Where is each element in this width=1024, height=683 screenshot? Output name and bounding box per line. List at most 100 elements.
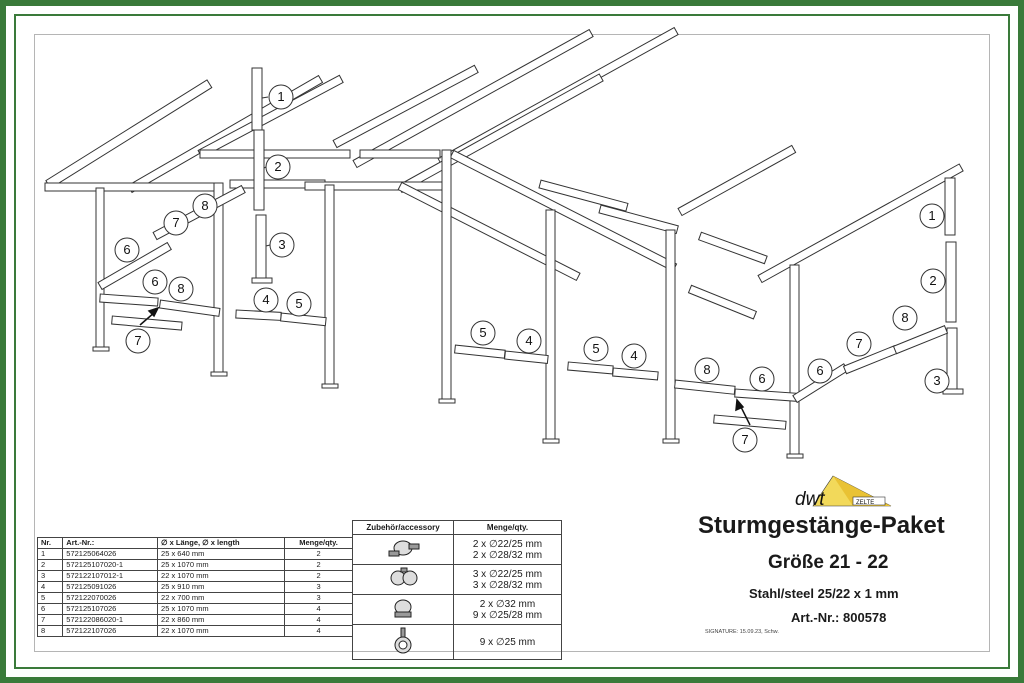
callout-circle bbox=[732, 427, 758, 453]
callout-circle bbox=[924, 368, 950, 394]
accessory-header-row: Zubehör/accessory Menge/qty. bbox=[352, 520, 562, 535]
title-main: Sturmgestänge-Paket bbox=[698, 512, 945, 539]
storm-pole-1 bbox=[251, 67, 263, 131]
table-row: 9 x ∅25 mm bbox=[352, 624, 562, 660]
clamp-double-icon bbox=[390, 567, 418, 586]
roof-pole bbox=[197, 74, 344, 159]
upright-pole bbox=[95, 187, 105, 349]
foot-plate bbox=[438, 398, 456, 404]
callout-circle bbox=[749, 366, 775, 392]
logo-sub: ZELTE bbox=[856, 500, 874, 506]
callout-circle bbox=[516, 328, 542, 354]
callout-label: 6 bbox=[151, 274, 158, 289]
callout-circle bbox=[125, 328, 151, 354]
header-accessory-qty: Menge/qty. bbox=[453, 520, 562, 535]
title-article: Art.-Nr.: 800578 bbox=[791, 610, 887, 625]
callout-label: 7 bbox=[855, 336, 862, 351]
callout-label: 5 bbox=[295, 296, 302, 311]
ridge-pole bbox=[598, 204, 679, 235]
callout-label: 8 bbox=[177, 281, 184, 296]
brace-pole-4 bbox=[612, 367, 659, 381]
accessory-table: Zubehör/accessory Menge/qty. 2 x ∅22/25 … bbox=[352, 520, 562, 660]
callout-label: 8 bbox=[703, 362, 710, 377]
ridge-pole bbox=[538, 179, 629, 212]
foot-plate bbox=[251, 277, 273, 284]
callout-label: 1 bbox=[277, 89, 284, 104]
callout-circle bbox=[268, 84, 294, 110]
table-row: 3 x ∅22/25 mm 3 x ∅28/32 mm bbox=[352, 564, 562, 595]
callout-label: 1 bbox=[928, 208, 935, 223]
pipe-clip-icon bbox=[394, 627, 412, 653]
ridge-pole bbox=[449, 149, 678, 272]
callout-label: 5 bbox=[479, 325, 486, 340]
upright-pole bbox=[545, 209, 556, 441]
logo-brand: dwt bbox=[795, 489, 825, 510]
callout-label: 8 bbox=[901, 310, 908, 325]
foot-plate bbox=[786, 453, 804, 459]
callout-circle bbox=[470, 320, 496, 346]
callout-circle bbox=[846, 331, 872, 357]
parts-header-row: Nr. Art.-Nr.: ∅ x Länge, ∅ x length Meng… bbox=[36, 537, 353, 549]
callout-label: 7 bbox=[134, 333, 141, 348]
callout-circle bbox=[142, 269, 168, 295]
roof-pole bbox=[677, 144, 797, 217]
callout-label: 2 bbox=[274, 159, 281, 174]
callout-label: 6 bbox=[816, 363, 823, 378]
header-accessory: Zubehör/accessory bbox=[352, 520, 454, 535]
callout-circle bbox=[583, 336, 609, 362]
arrow-head bbox=[147, 306, 160, 318]
arrow-head bbox=[735, 398, 745, 412]
title-size: Größe 21 - 22 bbox=[768, 552, 889, 573]
parts-table: Nr. Art.-Nr.: ∅ x Länge, ∅ x length Meng… bbox=[36, 537, 353, 637]
tent-logo-icon: dwt ZELTE bbox=[795, 475, 892, 510]
clamp-large-icon bbox=[388, 540, 420, 557]
brace-pole-4 bbox=[235, 309, 282, 321]
header-dimensions: ∅ x Länge, ∅ x length bbox=[157, 537, 286, 549]
foot-plate bbox=[210, 371, 228, 377]
foot-plate bbox=[321, 383, 339, 389]
header-art-nr: Art.-Nr.: bbox=[62, 537, 159, 549]
inner-frame bbox=[14, 14, 1010, 669]
callout-circle bbox=[694, 357, 720, 383]
qty-line: 9 x ∅25 mm bbox=[479, 636, 536, 648]
qty-line: 9 x ∅25/28 mm bbox=[472, 609, 543, 621]
table-row: 2 x ∅22/25 mm 2 x ∅28/32 mm bbox=[352, 534, 562, 565]
brace-pole-6 bbox=[99, 293, 159, 307]
callout-label: 6 bbox=[758, 371, 765, 386]
callout-circle bbox=[265, 154, 291, 180]
callout-label: 2 bbox=[929, 273, 936, 288]
brace-pole-5 bbox=[567, 361, 614, 375]
brace-pole-8 bbox=[892, 325, 949, 355]
callout-circle bbox=[807, 358, 833, 384]
dwt-logo: dwt ZELTE bbox=[793, 472, 893, 517]
foot-plate bbox=[542, 438, 560, 444]
callout-circle bbox=[892, 305, 918, 331]
callout-label: 8 bbox=[201, 198, 208, 213]
callout-label: 4 bbox=[630, 348, 637, 363]
callout-circle bbox=[253, 287, 279, 313]
callout-circle bbox=[163, 210, 189, 236]
header-nr: Nr. bbox=[36, 537, 64, 549]
upright-pole bbox=[665, 229, 676, 441]
brace-pole-6 bbox=[97, 241, 172, 291]
roof-pole bbox=[127, 74, 324, 194]
foot-plate bbox=[92, 346, 110, 352]
upright-pole bbox=[789, 264, 800, 456]
callout-circle bbox=[286, 291, 312, 317]
roof-pole bbox=[332, 64, 479, 149]
table-row: 2 x ∅32 mm 9 x ∅25/28 mm bbox=[352, 594, 562, 625]
upright-pole bbox=[441, 149, 452, 401]
upright-pole bbox=[324, 184, 335, 386]
callout-circle bbox=[114, 237, 140, 263]
qty-line: 2 x ∅22/25 mm bbox=[472, 538, 543, 550]
brace-pole-7 bbox=[713, 414, 787, 430]
storm-pole-3 bbox=[255, 214, 267, 281]
clamp-small-icon bbox=[394, 599, 412, 618]
callout-circle bbox=[269, 232, 295, 258]
